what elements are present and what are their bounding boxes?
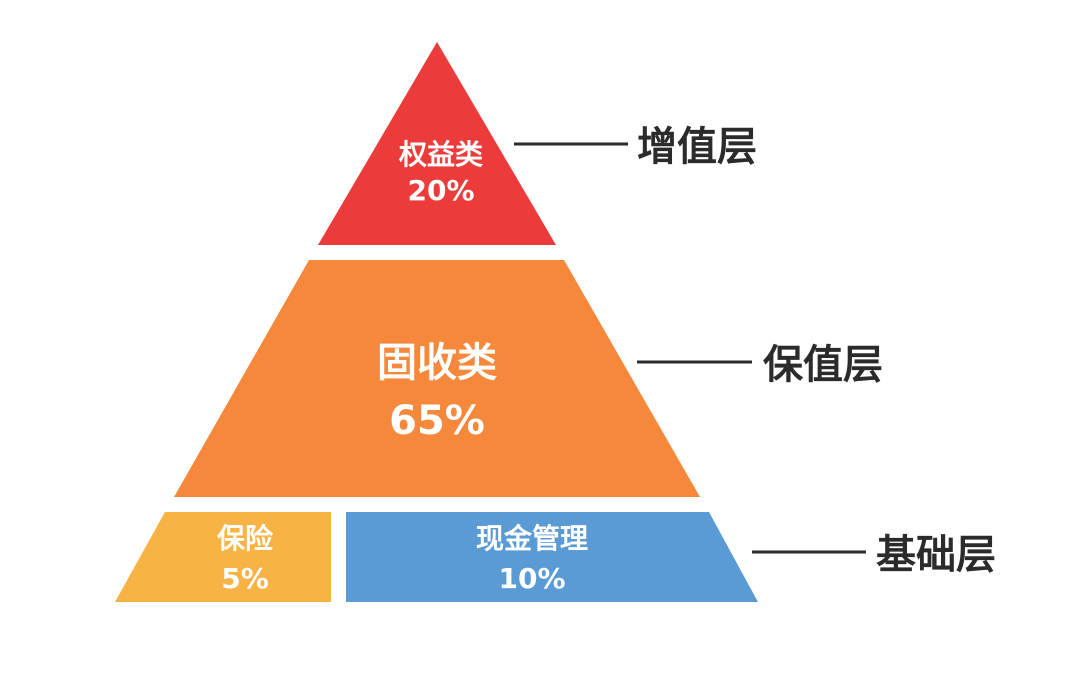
tier-insurance-percent: 5%: [221, 562, 269, 595]
tier-fixed-income-percent: 65%: [389, 398, 485, 444]
tier-cash-management-name: 现金管理: [476, 522, 588, 555]
tier-cash-management-percent: 10%: [498, 562, 565, 595]
layer-label-foundation: 基础层: [876, 532, 996, 578]
tier-insurance-name: 保险: [217, 522, 274, 555]
tier-fixed-income: [174, 260, 700, 497]
tier-fixed-income-name: 固收类: [377, 340, 497, 386]
layer-label-preservation: 保值层: [763, 342, 883, 388]
layer-label-growth: 增值层: [637, 124, 757, 170]
tier-cash-management: [346, 512, 758, 602]
tier-insurance: [115, 512, 331, 602]
tier-equity: [318, 42, 556, 245]
tier-equity-percent: 20%: [407, 174, 474, 207]
tier-equity-name: 权益类: [398, 138, 483, 171]
